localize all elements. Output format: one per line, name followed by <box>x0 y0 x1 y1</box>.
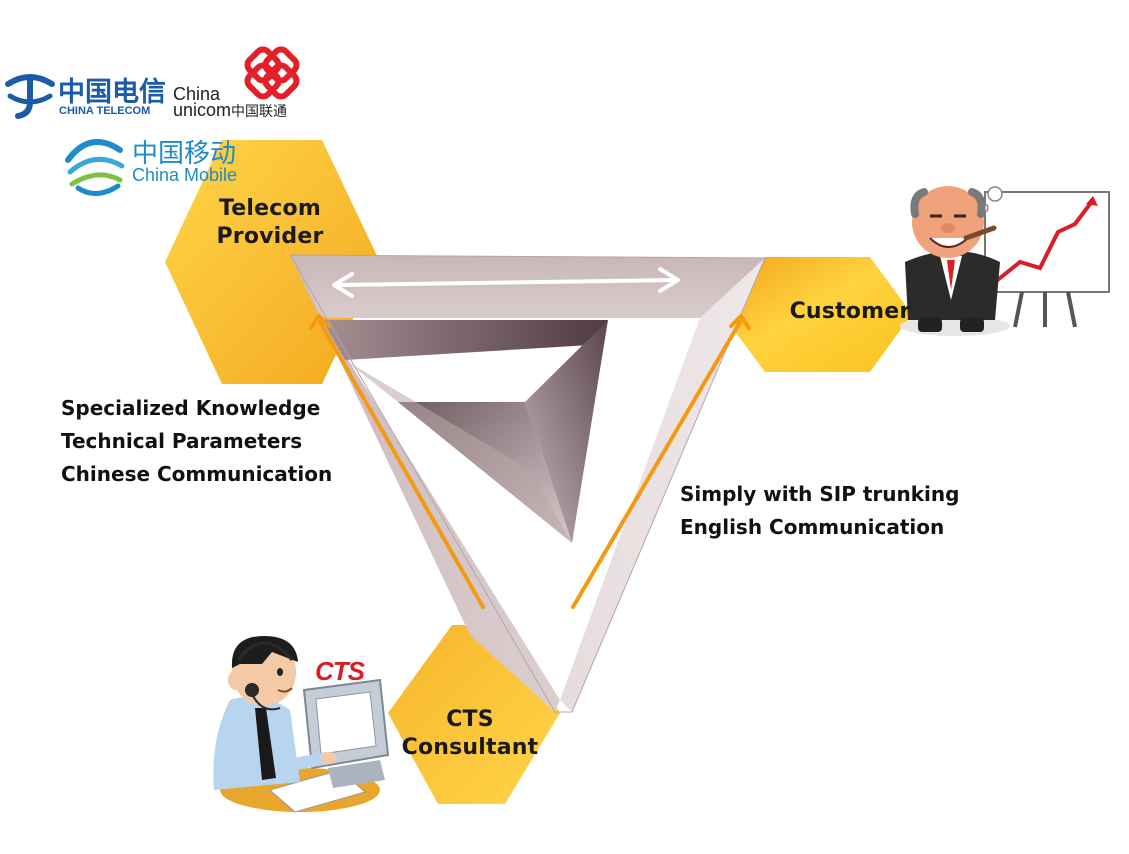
cts-label-line2: Consultant <box>401 735 539 760</box>
telecom-label-line1: Telecom <box>219 196 321 221</box>
telecom-label-line2: Provider <box>216 224 324 249</box>
right-orange-arrow <box>571 314 751 609</box>
china-mobile-logo-icon <box>65 139 125 196</box>
right-notes: Simply with SIP trunking English Communi… <box>680 478 959 544</box>
businessman-illustration <box>900 186 1110 336</box>
left-orange-arrow <box>309 314 485 609</box>
china-telecom-en-text: CHINA TELECOM <box>59 105 151 117</box>
top-double-arrow <box>332 267 680 298</box>
customer-label: Customer <box>789 299 911 324</box>
right-note-1: Simply with SIP trunking <box>680 482 960 506</box>
left-note-2: Technical Parameters <box>61 429 303 453</box>
china-telecom-cn-text: 中国电信 <box>58 77 166 108</box>
hexagon-customer <box>722 257 912 372</box>
telecom-provider-label: Telecom Provider <box>205 195 335 251</box>
china-unicom-en2: unicom <box>173 100 232 120</box>
china-unicom-en2-text: unicom中国联通 <box>173 100 287 121</box>
cts-brand-logo: CTS <box>315 656 365 686</box>
china-telecom-logo-icon <box>5 74 55 119</box>
china-unicom-en1-text: China <box>173 84 221 104</box>
left-note-3: Chinese Communication <box>61 462 333 486</box>
china-mobile-cn-text: 中国移动 <box>132 139 237 169</box>
left-note-1: Specialized Knowledge <box>61 396 321 420</box>
cts-label-line1: CTS <box>446 707 494 732</box>
right-note-2: English Communication <box>680 515 945 539</box>
cts-consultant-label: CTS Consultant <box>395 706 545 762</box>
consultant-illustration <box>213 636 390 813</box>
impossible-triangle <box>289 254 766 713</box>
china-unicom-knot-icon <box>244 46 300 100</box>
china-mobile-en-text: China Mobile <box>132 165 238 185</box>
china-unicom-cn: 中国联通 <box>231 103 288 119</box>
left-notes: Specialized Knowledge Technical Paramete… <box>61 392 332 491</box>
